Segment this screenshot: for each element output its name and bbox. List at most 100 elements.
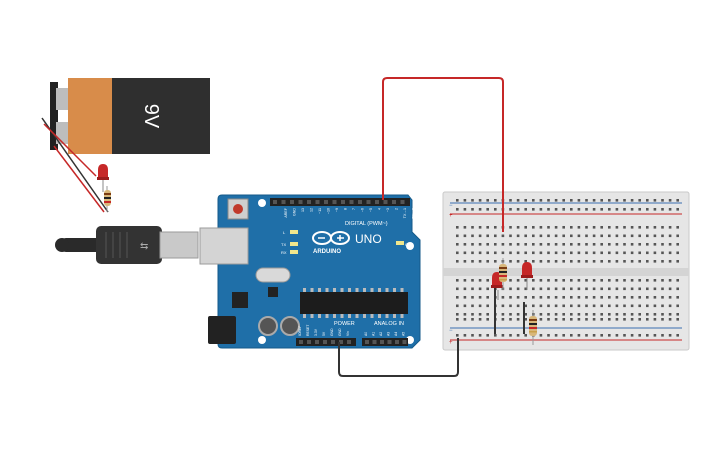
breadboard-hole[interactable] xyxy=(661,279,664,282)
breadboard-hole[interactable] xyxy=(608,318,611,321)
breadboard-hole[interactable] xyxy=(600,251,603,255)
breadboard-hole[interactable] xyxy=(653,279,657,282)
breadboard-hole[interactable] xyxy=(501,313,505,316)
breadboard-hole[interactable] xyxy=(653,304,657,308)
breadboard-hole[interactable] xyxy=(638,296,641,299)
breadboard-hole[interactable] xyxy=(547,334,550,337)
breadboard-hole[interactable] xyxy=(570,243,573,246)
breadboard-hole[interactable] xyxy=(600,199,603,202)
breadboard-hole[interactable] xyxy=(638,243,641,246)
breadboard-hole[interactable] xyxy=(456,199,459,202)
breadboard-hole[interactable] xyxy=(539,318,543,321)
breadboard-hole[interactable] xyxy=(623,234,626,238)
battery-9v[interactable]: 9V xyxy=(50,78,210,154)
breadboard-hole[interactable] xyxy=(570,287,573,291)
breadboard-hole[interactable] xyxy=(668,313,672,316)
breadboard-hole[interactable] xyxy=(486,234,489,238)
breadboard-hole[interactable] xyxy=(471,304,474,308)
header-pin-hole[interactable] xyxy=(375,200,379,204)
breadboard-hole[interactable] xyxy=(585,226,588,229)
breadboard-hole[interactable] xyxy=(615,304,619,308)
breadboard-hole[interactable] xyxy=(592,287,596,291)
breadboard-hole[interactable] xyxy=(615,313,619,316)
breadboard-hole[interactable] xyxy=(547,208,550,211)
breadboard-hole[interactable] xyxy=(486,304,489,308)
breadboard-hole[interactable] xyxy=(608,208,611,211)
breadboard-hole[interactable] xyxy=(592,334,596,337)
breadboard-hole[interactable] xyxy=(630,199,634,202)
breadboard-hole[interactable] xyxy=(486,226,489,229)
breadboard-hole[interactable] xyxy=(600,260,603,263)
breadboard-hole[interactable] xyxy=(653,208,657,211)
header-pin-hole[interactable] xyxy=(298,200,303,204)
breadboard-hole[interactable] xyxy=(615,251,619,255)
breadboard-hole[interactable] xyxy=(570,296,573,299)
breadboard-hole[interactable] xyxy=(456,234,459,238)
breadboard-hole[interactable] xyxy=(547,251,550,255)
breadboard-hole[interactable] xyxy=(494,260,497,263)
breadboard-hole[interactable] xyxy=(623,287,626,291)
breadboard-hole[interactable] xyxy=(463,226,467,229)
breadboard-hole[interactable] xyxy=(471,260,474,263)
breadboard-hole[interactable] xyxy=(547,279,550,282)
breadboard-hole[interactable] xyxy=(509,251,512,255)
breadboard-hole[interactable] xyxy=(638,279,641,282)
breadboard-hole[interactable] xyxy=(562,199,565,202)
breadboard-hole[interactable] xyxy=(623,279,626,282)
breadboard-hole[interactable] xyxy=(570,313,573,316)
breadboard-hole[interactable] xyxy=(623,313,626,316)
breadboard-hole[interactable] xyxy=(471,251,474,255)
header-pin-hole[interactable] xyxy=(341,200,345,204)
breadboard-hole[interactable] xyxy=(524,234,527,238)
breadboard-hole[interactable] xyxy=(456,260,459,263)
breadboard-hole[interactable] xyxy=(562,260,565,263)
breadboard-hole[interactable] xyxy=(676,287,679,291)
breadboard-hole[interactable] xyxy=(509,318,512,321)
breadboard-hole[interactable] xyxy=(501,304,505,308)
breadboard-hole[interactable] xyxy=(623,334,626,337)
breadboard-hole[interactable] xyxy=(463,287,467,291)
breadboard-hole[interactable] xyxy=(653,199,657,202)
resistor-2[interactable] xyxy=(529,310,537,345)
breadboard-hole[interactable] xyxy=(478,334,482,337)
header-pin-hole[interactable] xyxy=(383,200,388,204)
breadboard-hole[interactable] xyxy=(592,226,596,229)
breadboard-hole[interactable] xyxy=(471,287,474,291)
breadboard-hole[interactable] xyxy=(676,234,679,238)
breadboard-hole[interactable] xyxy=(577,334,581,337)
breadboard-hole[interactable] xyxy=(524,313,527,316)
breadboard-hole[interactable] xyxy=(623,260,626,263)
battery-resistor[interactable] xyxy=(104,186,111,212)
breadboard-hole[interactable] xyxy=(562,226,565,229)
breadboard-hole[interactable] xyxy=(509,287,512,291)
breadboard-hole[interactable] xyxy=(592,234,596,238)
breadboard-hole[interactable] xyxy=(615,318,619,321)
breadboard-hole[interactable] xyxy=(486,243,489,246)
breadboard-hole[interactable] xyxy=(478,287,482,291)
breadboard-hole[interactable] xyxy=(494,199,497,202)
breadboard-hole[interactable] xyxy=(585,279,588,282)
breadboard-hole[interactable] xyxy=(623,226,626,229)
header-pin-hole[interactable] xyxy=(290,200,294,204)
breadboard-hole[interactable] xyxy=(463,199,467,202)
breadboard-hole[interactable] xyxy=(653,243,657,246)
breadboard-hole[interactable] xyxy=(524,260,527,263)
breadboard-hole[interactable] xyxy=(638,226,641,229)
breadboard-hole[interactable] xyxy=(562,313,565,316)
breadboard-hole[interactable] xyxy=(547,304,550,308)
breadboard-hole[interactable] xyxy=(532,279,535,282)
breadboard-hole[interactable] xyxy=(577,296,581,299)
header-pin-hole[interactable] xyxy=(307,340,311,344)
breadboard-hole[interactable] xyxy=(562,243,565,246)
breadboard-hole[interactable] xyxy=(516,260,520,263)
breadboard-hole[interactable] xyxy=(501,234,505,238)
breadboard-hole[interactable] xyxy=(456,226,459,229)
breadboard-hole[interactable] xyxy=(554,318,558,321)
breadboard-hole[interactable] xyxy=(585,334,588,337)
breadboard-hole[interactable] xyxy=(494,234,497,238)
breadboard-hole[interactable] xyxy=(501,296,505,299)
breadboard-hole[interactable] xyxy=(646,208,649,211)
digital-header[interactable] xyxy=(270,198,410,206)
breadboard-hole[interactable] xyxy=(547,287,550,291)
